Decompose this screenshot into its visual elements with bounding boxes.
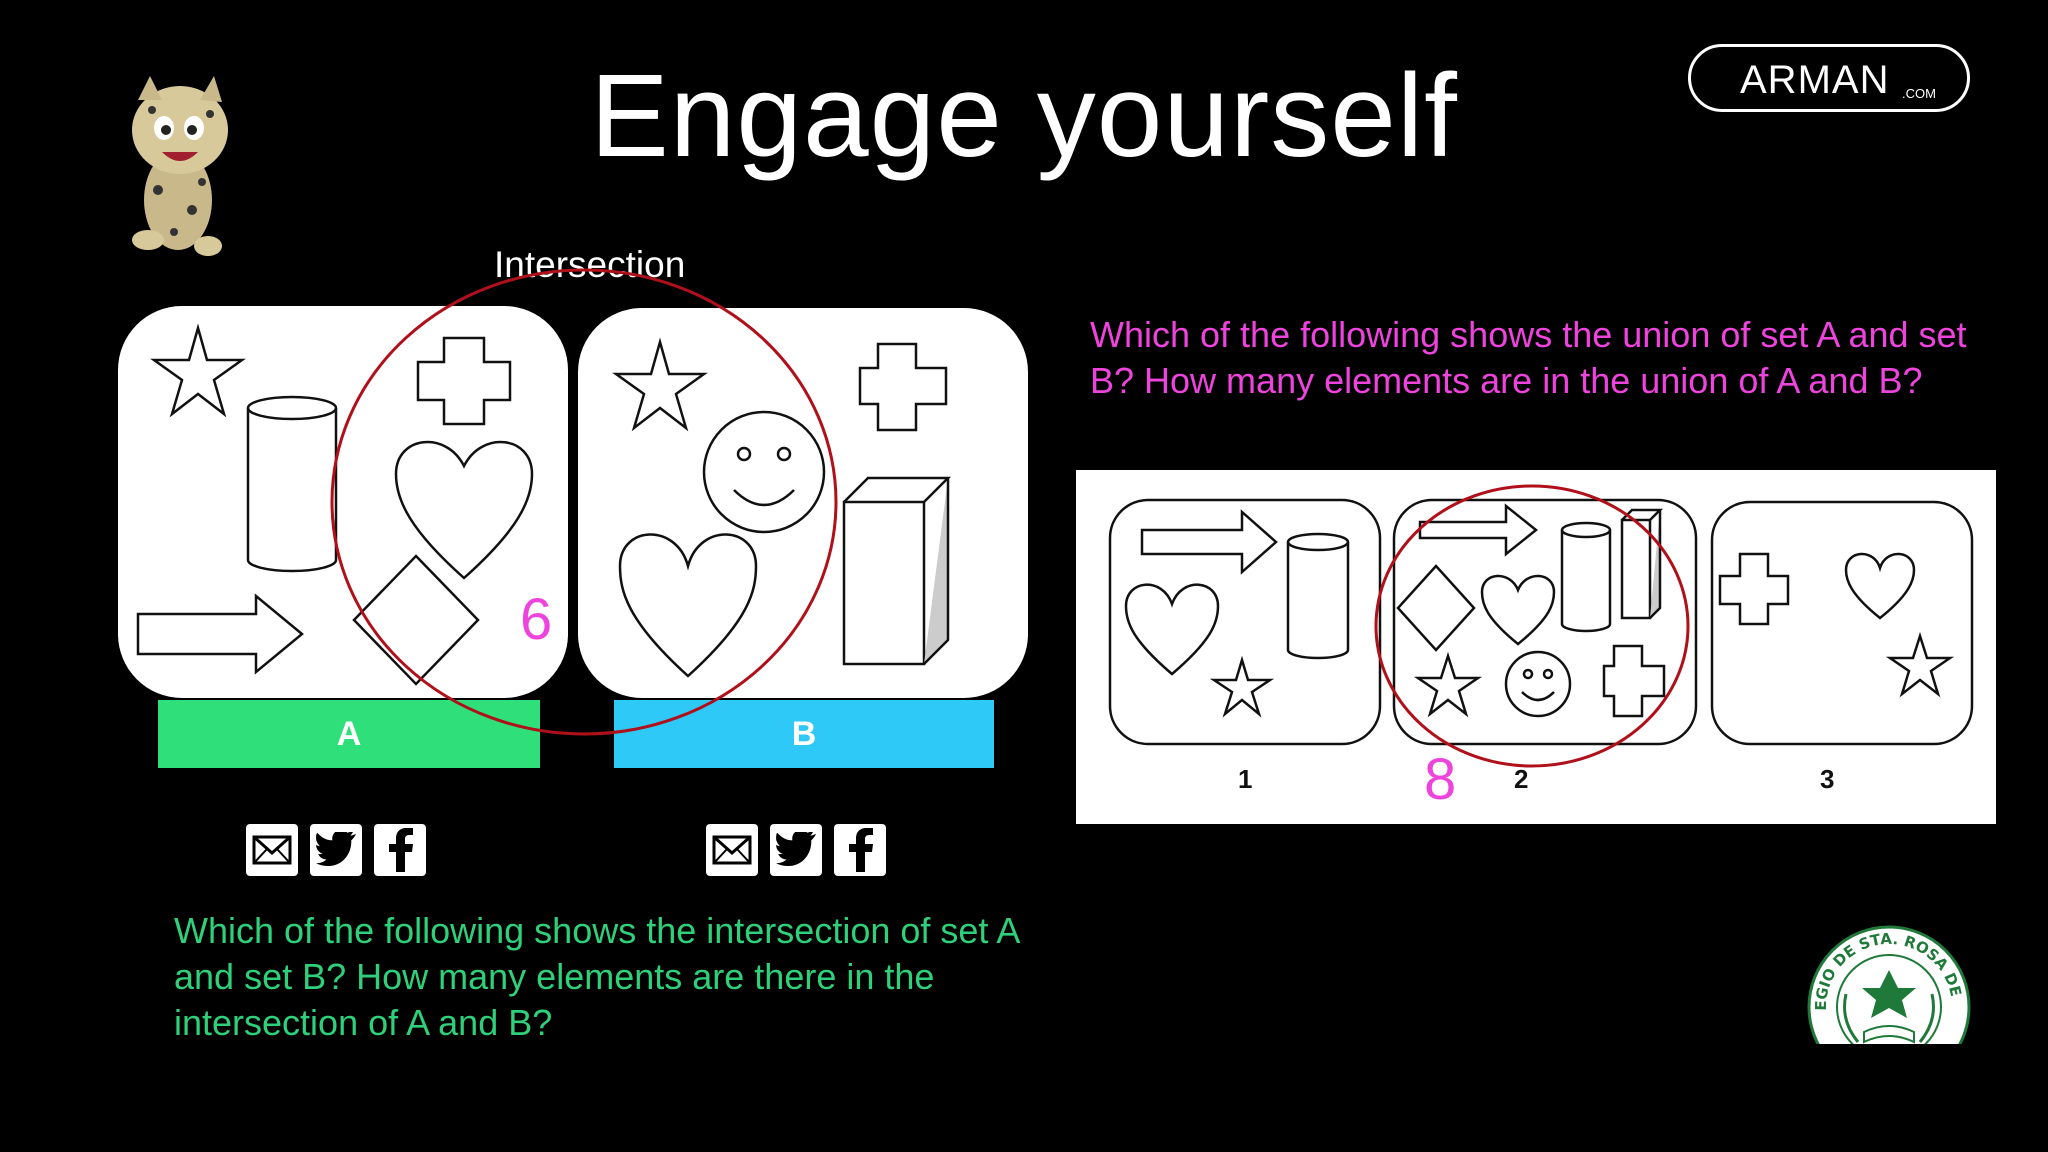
box-icon bbox=[1620, 508, 1664, 620]
union-figure-shapes bbox=[1108, 484, 1974, 768]
intersection-count: 6 bbox=[520, 587, 553, 652]
mail-icon[interactable] bbox=[246, 824, 298, 876]
star-icon bbox=[1209, 655, 1275, 718]
intersection-question: Which of the following shows the interse… bbox=[174, 910, 1019, 1043]
heart-icon bbox=[1124, 583, 1220, 676]
diamond-icon bbox=[1396, 564, 1476, 652]
arrow-icon bbox=[1418, 503, 1539, 557]
arrow-icon bbox=[1140, 509, 1278, 575]
school-seal: COLEGIO DE STA. ROSA DE LIMA bbox=[1806, 924, 1972, 1044]
mascot-image bbox=[132, 76, 228, 256]
intersection-label: Intersection bbox=[494, 244, 686, 285]
smiley-icon bbox=[1504, 650, 1572, 718]
cross-icon bbox=[1602, 644, 1666, 718]
set-a-box bbox=[118, 306, 568, 698]
heart-icon bbox=[1844, 552, 1916, 620]
logo-text: ARMAN bbox=[1740, 58, 1890, 102]
cylinder-icon bbox=[1560, 521, 1612, 633]
heart-icon bbox=[1480, 574, 1556, 646]
facebook-icon[interactable] bbox=[834, 824, 886, 876]
twitter-icon[interactable] bbox=[770, 824, 822, 876]
star-icon bbox=[1885, 631, 1955, 698]
union-figure: 1 2 3 bbox=[1076, 470, 1996, 824]
mail-icon[interactable] bbox=[706, 824, 758, 876]
facebook-icon[interactable] bbox=[374, 824, 426, 876]
cross-icon bbox=[1718, 552, 1790, 626]
cylinder-icon bbox=[1286, 532, 1350, 660]
figure-label-2: 2 bbox=[1514, 764, 1529, 794]
arman-logo bbox=[1688, 44, 1970, 112]
logo-suffix: .COM bbox=[1902, 86, 1936, 101]
figure-label-3: 3 bbox=[1820, 764, 1835, 794]
slide-title: Engage yourself bbox=[590, 50, 1458, 182]
union-question: Which of the following shows the union o… bbox=[1090, 314, 1967, 401]
set-a-label: A bbox=[158, 700, 540, 768]
twitter-icon[interactable] bbox=[310, 824, 362, 876]
union-circle bbox=[1374, 484, 1690, 768]
union-count: 8 bbox=[1424, 747, 1457, 812]
set-b-box bbox=[578, 308, 1028, 698]
figure-label-1: 1 bbox=[1238, 764, 1253, 794]
set-b-label: B bbox=[614, 700, 994, 768]
star-icon bbox=[1413, 651, 1483, 718]
